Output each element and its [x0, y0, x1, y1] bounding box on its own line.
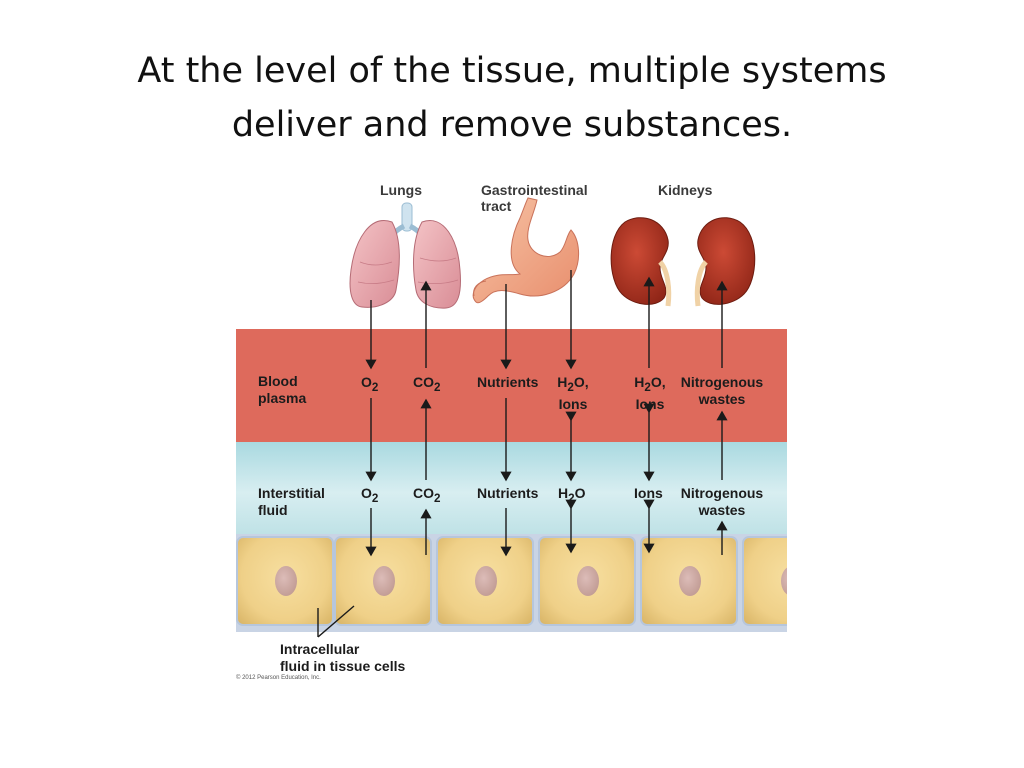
- cell-nucleus: [275, 566, 297, 596]
- gi-tract-label: Gastrointestinal tract: [481, 182, 588, 214]
- slide-title: At the level of the tissue, multiple sys…: [40, 44, 984, 152]
- cell-nucleus: [679, 566, 701, 596]
- plasma-o2-text: O: [361, 374, 372, 390]
- plasma-ions-gi-text: Ions: [558, 395, 588, 412]
- kidneys-label: Kidneys: [658, 182, 713, 198]
- lungs-label: Lungs: [380, 182, 422, 198]
- interstitial-label-line1: Interstitial: [258, 485, 325, 501]
- plasma-h2o-gi-text-b: O,: [573, 374, 589, 390]
- interstitial-fluid-label: Interstitial fluid: [258, 485, 325, 519]
- blood-plasma-band: [236, 329, 787, 442]
- tissue-cell-row: [236, 534, 787, 632]
- blood-plasma-label-line1: Blood: [258, 373, 298, 389]
- plasma-h2o-gi-subscript: 2: [567, 380, 574, 394]
- intracellular-fluid-caption: Intracellular fluid in tissue cells: [280, 641, 405, 675]
- tissue-cell: [334, 536, 432, 626]
- fluid-co2-text: CO: [413, 485, 434, 501]
- plasma-h2o-kidney-text-a: H: [634, 374, 645, 390]
- plasma-o2-label: O2: [361, 374, 378, 396]
- fluid-h2o-text-a: H: [558, 485, 569, 501]
- caption-line1: Intracellular: [280, 641, 360, 657]
- cell-nucleus: [373, 566, 395, 596]
- cell-nucleus: [781, 566, 787, 596]
- plasma-o2-subscript: 2: [371, 380, 379, 394]
- fluid-nutrients-label: Nutrients: [477, 485, 539, 501]
- tissue-cell: [742, 536, 787, 626]
- plasma-h2o-ions-kidney-label: H2O, Ions: [630, 374, 670, 413]
- cell-nucleus: [577, 566, 599, 596]
- caption-line2: fluid in tissue cells: [280, 658, 406, 674]
- gi-tract-label-line2: tract: [481, 198, 512, 214]
- plasma-nitrogenous-line2: wastes: [698, 391, 746, 407]
- fluid-h2o-label: H2O: [558, 485, 586, 507]
- tissue-cell: [538, 536, 636, 626]
- fluid-o2-subscript: 2: [371, 491, 379, 505]
- fluid-h2o-subscript: 2: [568, 491, 575, 505]
- fluid-nitrogenous-wastes-label: Nitrogenous wastes: [674, 485, 770, 519]
- interstitial-label-line2: fluid: [258, 502, 288, 518]
- blood-plasma-label: Blood plasma: [258, 373, 306, 407]
- fluid-nitrogenous-line1: Nitrogenous: [680, 485, 764, 501]
- copyright-credit: © 2012 Pearson Education, Inc.: [236, 675, 321, 681]
- fluid-o2-text: O: [361, 485, 372, 501]
- plasma-nutrients-label: Nutrients: [477, 374, 539, 390]
- plasma-co2-text: CO: [413, 374, 434, 390]
- plasma-h2o-gi-text-a: H: [557, 374, 568, 390]
- gi-tract-label-line1: Gastrointestinal: [481, 182, 588, 198]
- interstitial-fluid-band: [236, 442, 787, 534]
- plasma-h2o-kidney-text-b: O,: [650, 374, 666, 390]
- caption-leader-line-2: [317, 605, 355, 638]
- title-line-2: deliver and remove substances.: [231, 105, 793, 145]
- fluid-o2-label: O2: [361, 485, 378, 507]
- cell-nucleus: [475, 566, 497, 596]
- fluid-h2o-text-b: O: [574, 485, 586, 501]
- fluid-ions-label: Ions: [634, 485, 663, 501]
- tissue-cell: [436, 536, 534, 626]
- plasma-co2-subscript: 2: [434, 380, 441, 394]
- plasma-nitrogenous-wastes-label: Nitrogenous wastes: [674, 374, 770, 408]
- fluid-nitrogenous-line2: wastes: [698, 502, 746, 518]
- plasma-h2o-ions-gi-label: H2O, Ions: [553, 374, 593, 413]
- fluid-co2-label: CO2: [413, 485, 440, 507]
- plasma-co2-label: CO2: [413, 374, 440, 396]
- plasma-nitrogenous-line1: Nitrogenous: [680, 374, 764, 390]
- plasma-h2o-kidney-subscript: 2: [644, 380, 651, 394]
- title-line-1: At the level of the tissue, multiple sys…: [137, 51, 887, 91]
- plasma-ions-kidney-text: Ions: [635, 395, 665, 412]
- blood-plasma-label-line2: plasma: [258, 390, 307, 406]
- kidney-right-icon: [694, 217, 756, 307]
- fluid-co2-subscript: 2: [434, 491, 441, 505]
- stomach-icon: [472, 197, 579, 304]
